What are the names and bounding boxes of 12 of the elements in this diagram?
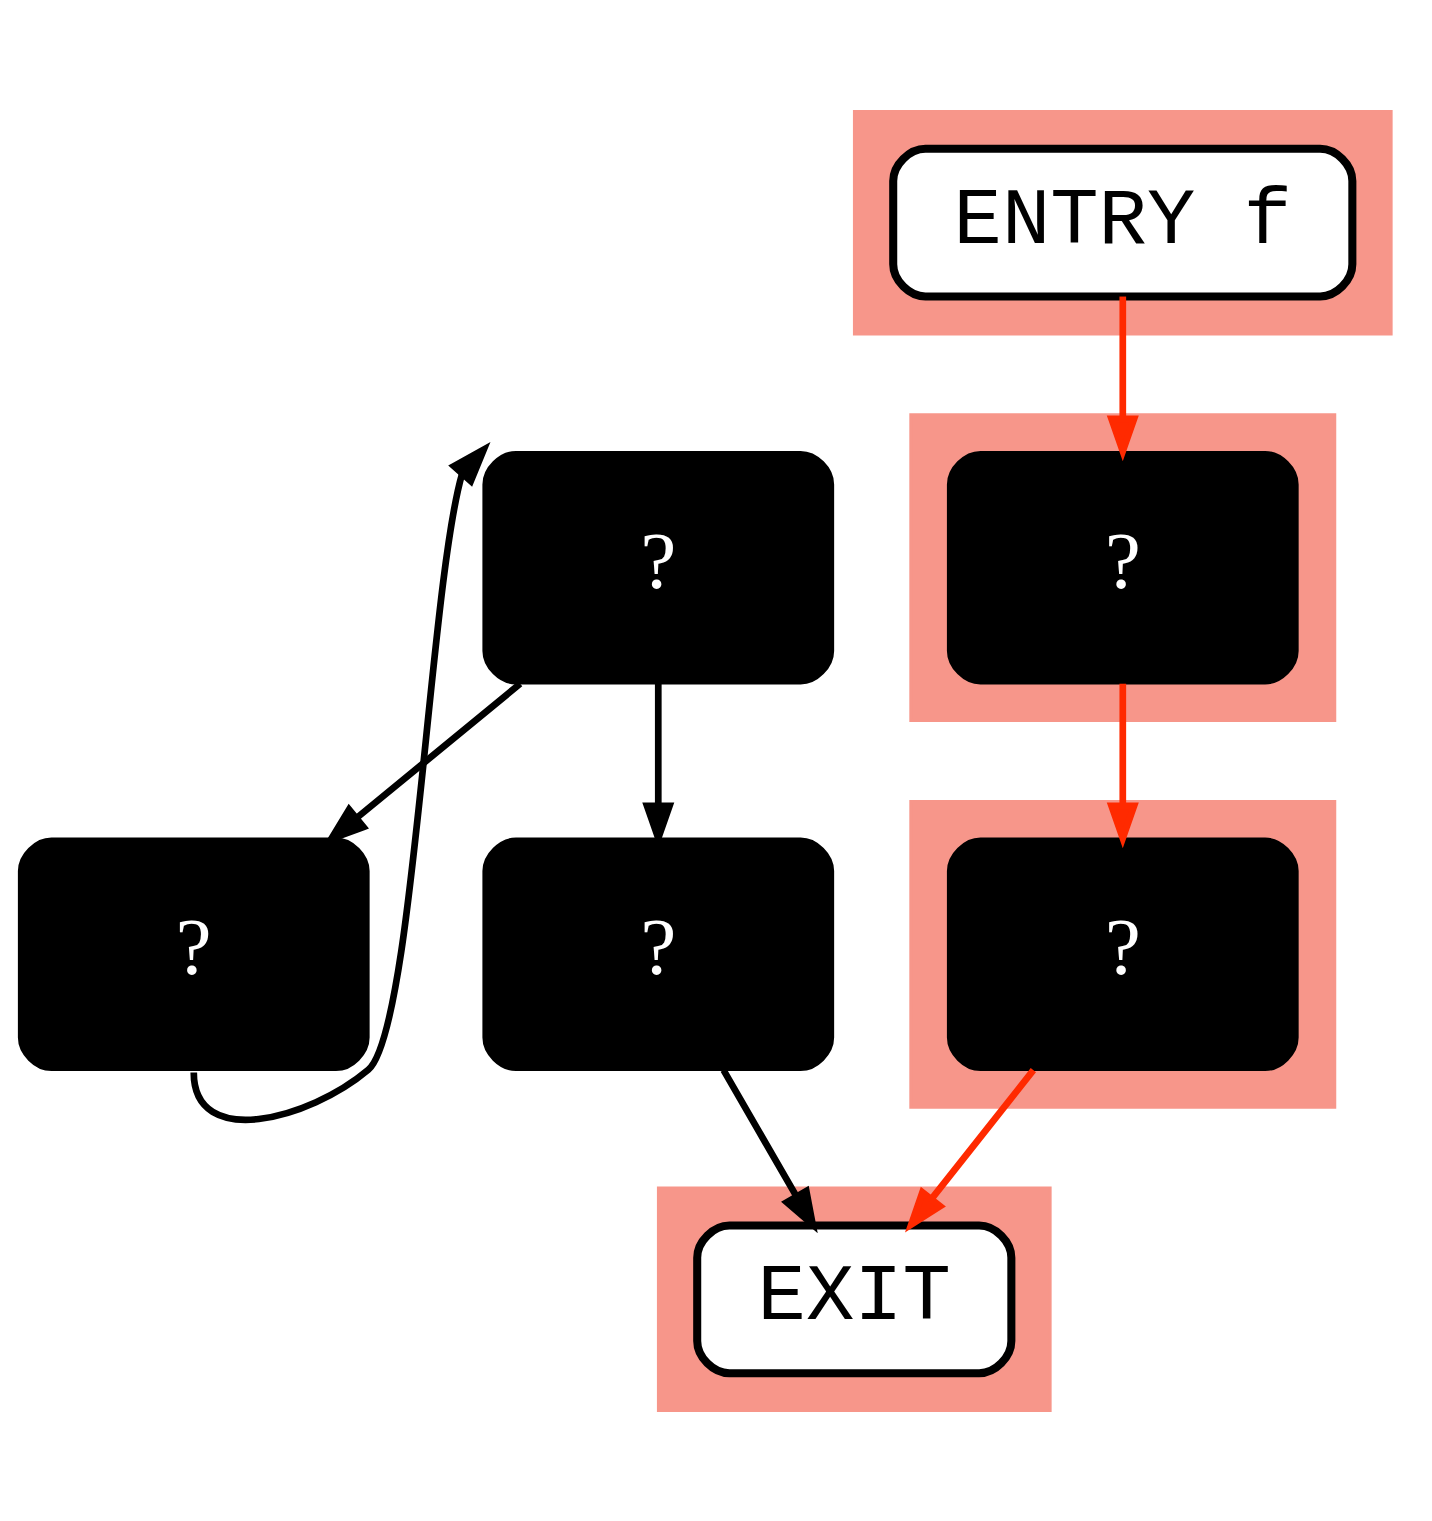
arrow (904, 1067, 1036, 1233)
node-box: ? (946, 837, 1299, 1071)
arrow (190, 441, 491, 1123)
node-box: ? (482, 450, 835, 684)
arrow (1106, 296, 1139, 461)
arrow (1106, 683, 1139, 848)
node-box: EXIT (693, 1221, 1016, 1377)
node-box: ? (17, 837, 370, 1071)
node-box: ? (946, 450, 1299, 684)
node-box: ? (482, 837, 835, 1071)
cluster (852, 109, 1393, 335)
node-box: ENTRY f (889, 144, 1357, 300)
